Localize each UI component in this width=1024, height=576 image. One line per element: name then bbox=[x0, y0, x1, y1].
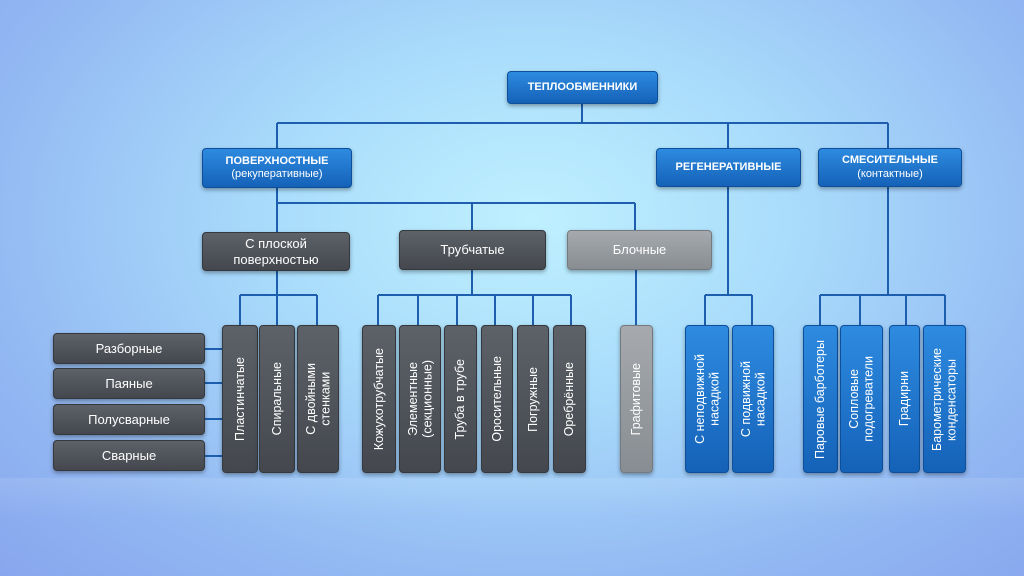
flat-side-item: Полусварные bbox=[53, 404, 205, 435]
wire-flat-bus bbox=[239, 271, 318, 325]
node-regen-label: РЕГЕНЕРАТИВНЫЕ bbox=[675, 160, 782, 173]
node-mixing-line2: (контактные) bbox=[857, 167, 923, 180]
root-label: ТЕПЛООБМЕННИКИ bbox=[527, 80, 638, 93]
node-mixing-line1: СМЕСИТЕЛЬНЫЕ bbox=[842, 154, 938, 167]
leaf-line1: Сопловые bbox=[847, 369, 862, 429]
leaf-line1: С неподвижной bbox=[692, 354, 707, 444]
leaf-line1: Кожухотрубчатые bbox=[371, 347, 386, 451]
leaf-line1: Паровые барботеры bbox=[813, 339, 828, 459]
leaf-label: Погружные bbox=[526, 367, 540, 432]
node-tubular-label: Трубчатые bbox=[440, 242, 505, 258]
node-surface-line2: (рекуперативные) bbox=[231, 168, 323, 180]
leaf-line2: (секционные) bbox=[420, 360, 434, 438]
wire-regen-bus bbox=[704, 187, 753, 325]
leaf-label: Спиральные bbox=[270, 362, 284, 435]
wire-flat-side bbox=[205, 348, 222, 457]
wire-mixing-bus bbox=[819, 187, 946, 325]
leaf-line1: Оросительные bbox=[489, 356, 504, 442]
leaf-tubular: Погружные bbox=[517, 325, 549, 473]
leaf-label: Оребрённые bbox=[562, 362, 576, 436]
leaf-tubular: Труба в трубе bbox=[444, 325, 477, 473]
flat-side-label: Сварные bbox=[101, 447, 157, 463]
leaf-label: Паровые барботеры bbox=[813, 340, 827, 459]
leaf-line2: стенками bbox=[318, 372, 332, 426]
leaf-line1: Графитовые bbox=[629, 362, 644, 436]
leaf-tubular: Оросительные bbox=[481, 325, 513, 473]
leaf-line1: Спиральные bbox=[269, 362, 284, 436]
leaf-mixing: Паровые барботеры bbox=[803, 325, 838, 473]
leaf-line1: Пластинчатые bbox=[232, 357, 247, 441]
root-node: ТЕПЛООБМЕННИКИ bbox=[507, 71, 658, 104]
flat-side-item: Разборные bbox=[53, 333, 205, 364]
leaf-line1: С двойными bbox=[303, 363, 318, 435]
leaf-line1: Элементные bbox=[405, 362, 420, 436]
flat-side-item: Паяные bbox=[53, 368, 205, 399]
leaf-tubular: Оребрённые bbox=[553, 325, 586, 473]
flat-side-item: Сварные bbox=[53, 440, 205, 471]
floor-reflection bbox=[0, 478, 1024, 518]
node-block-label: Блочные bbox=[612, 242, 667, 258]
leaf-line2: конденсаторы bbox=[944, 358, 959, 441]
leaf-line1: Труба в трубе bbox=[453, 358, 468, 440]
leaf-label: Кожухотрубчатые bbox=[372, 348, 386, 450]
leaf-line2: подогреватели bbox=[861, 356, 876, 442]
leaf-label: Градирни bbox=[897, 371, 911, 426]
node-flat-line1: С плоской bbox=[245, 235, 307, 251]
leaf-block: Графитовые bbox=[620, 325, 653, 473]
node-block: Блочные bbox=[567, 230, 712, 270]
node-flat: С плоской поверхностью bbox=[202, 232, 350, 271]
leaf-label: Графитовые bbox=[629, 363, 643, 435]
flat-side-label: Полусварные bbox=[88, 411, 170, 427]
leaf-line1: С подвижной bbox=[738, 360, 753, 438]
leaf-line1: Оребрённые bbox=[562, 361, 577, 437]
flat-side-label: Разборные bbox=[95, 340, 163, 356]
node-flat-line2: поверхностью bbox=[233, 251, 319, 267]
node-tubular: Трубчатые bbox=[399, 230, 546, 270]
node-mixing: СМЕСИТЕЛЬНЫЕ (контактные) bbox=[818, 148, 962, 187]
leaf-label: Оросительные bbox=[490, 356, 504, 442]
leaf-label: Труба в трубе bbox=[453, 359, 467, 439]
leaf-tubular: Кожухотрубчатые bbox=[362, 325, 396, 473]
node-surface-line1: ПОВЕРХНОСТНЫЕ bbox=[225, 154, 329, 167]
leaf-flat: Пластинчатые bbox=[222, 325, 258, 473]
leaf-line2: насадкой bbox=[707, 372, 721, 426]
leaf-label: Элементные(секционные) bbox=[406, 360, 435, 438]
leaf-flat: Спиральные bbox=[259, 325, 295, 473]
leaf-line2: насадкой bbox=[753, 372, 767, 426]
leaf-mixing: Градирни bbox=[889, 325, 920, 473]
wire-root-bus bbox=[276, 104, 889, 148]
leaf-tubular: Элементные(секционные) bbox=[399, 325, 441, 473]
wire-surface-bus bbox=[276, 188, 636, 232]
leaf-line1: Погружные bbox=[525, 366, 540, 432]
flat-side-label: Паяные bbox=[105, 375, 153, 391]
node-surface: ПОВЕРХНОСТНЫЕ (рекуперативные) bbox=[202, 148, 352, 188]
leaf-line1: Барометрические bbox=[930, 347, 945, 451]
leaf-label: Пластинчатые bbox=[233, 357, 247, 441]
node-regen: РЕГЕНЕРАТИВНЫЕ bbox=[656, 148, 801, 187]
wire-tubular-bus bbox=[377, 270, 572, 325]
leaf-line1: Градирни bbox=[897, 371, 912, 427]
